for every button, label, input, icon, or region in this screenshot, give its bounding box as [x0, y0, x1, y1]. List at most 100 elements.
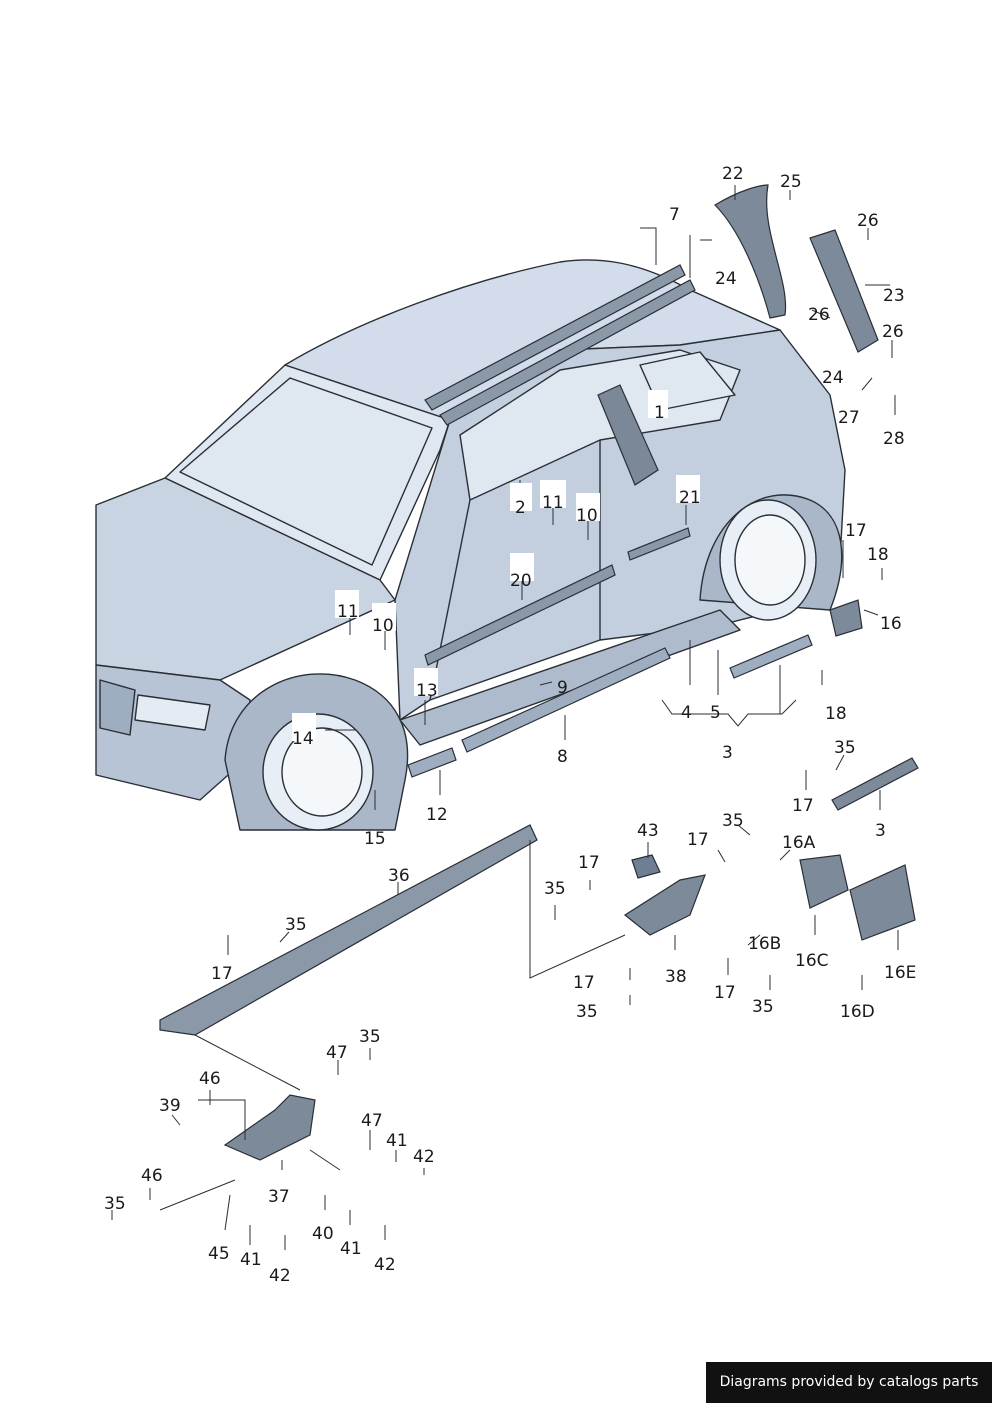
callout-46b: 46 — [141, 1166, 163, 1186]
callout-36: 36 — [388, 866, 410, 886]
callout-16D: 16D — [840, 1002, 875, 1022]
callout-7: 7 — [669, 205, 680, 225]
callout-8: 8 — [557, 747, 568, 767]
callout-47a: 47 — [326, 1043, 348, 1063]
callout-badges — [292, 390, 700, 741]
callout-38: 38 — [665, 967, 687, 987]
footer-credit: Diagrams provided by catalogs parts — [706, 1362, 992, 1403]
part-sill-strip-8 — [461, 647, 671, 753]
callout-18a: 18 — [867, 545, 889, 565]
part-door-moulding-20 — [424, 564, 616, 666]
callout-35f: 35 — [752, 997, 774, 1017]
callout-35d: 35 — [285, 915, 307, 935]
part-roof-strip-b — [439, 279, 696, 426]
callout-17c: 17 — [687, 830, 709, 850]
callout-16B: 16B — [748, 934, 781, 954]
callout-13: 13 — [416, 681, 438, 701]
callout-39: 39 — [159, 1096, 181, 1116]
callout-labels: 1 2 3 3 3 4 5 7 8 9 10 10 11 11 12 13 14… — [104, 164, 916, 1286]
callout-4: 4 — [681, 703, 692, 723]
callout-16: 16 — [880, 614, 902, 634]
callout-10b: 10 — [372, 616, 394, 636]
callout-37: 37 — [268, 1187, 290, 1207]
part-b-pillar-trim — [597, 384, 659, 486]
callout-24a: 24 — [715, 269, 737, 289]
part-sill-strip-3a — [729, 634, 813, 679]
part-sill-strip-3b — [831, 757, 919, 811]
car-front-wheel-hub — [281, 727, 363, 817]
callout-10a: 10 — [576, 506, 598, 526]
callout-42a: 42 — [413, 1147, 435, 1167]
car-headlight — [134, 694, 211, 731]
callout-5: 5 — [710, 703, 721, 723]
callout-41c: 41 — [240, 1250, 262, 1270]
callout-26a: 26 — [857, 211, 879, 231]
part-side-skirt-36 — [159, 824, 538, 1036]
callout-22: 22 — [722, 164, 744, 184]
callout-43: 43 — [637, 821, 659, 841]
callout-16A: 16A — [782, 833, 816, 853]
callout-16C: 16C — [795, 951, 829, 971]
parts — [159, 184, 919, 1161]
callout-35b: 35 — [722, 811, 744, 831]
part-roof-strip-a — [424, 264, 686, 411]
callout-35c: 35 — [544, 879, 566, 899]
callout-17g: 17 — [714, 983, 736, 1003]
callout-11a: 11 — [542, 493, 564, 513]
callout-2: 2 — [515, 498, 526, 518]
part-bracket-37 — [223, 1094, 316, 1161]
callout-16E: 16E — [884, 963, 916, 983]
callout-47b: 47 — [361, 1111, 383, 1131]
callout-17a: 17 — [845, 521, 867, 541]
callout-24b: 24 — [822, 368, 844, 388]
part-clip-43 — [631, 854, 661, 879]
callout-20: 20 — [510, 571, 532, 591]
callout-17d: 17 — [578, 853, 600, 873]
callout-11b: 11 — [337, 602, 359, 622]
callout-46a: 46 — [199, 1069, 221, 1089]
callout-15: 15 — [364, 829, 386, 849]
callout-26b: 26 — [808, 305, 830, 325]
part-sill-strip-12 — [407, 747, 457, 778]
car-rear-wheel-hub — [734, 514, 806, 606]
callout-26c: 26 — [882, 322, 904, 342]
callout-17b: 17 — [792, 796, 814, 816]
callout-35g: 35 — [359, 1027, 381, 1047]
car-sill — [399, 609, 741, 746]
part-bracket-16C — [799, 854, 849, 909]
callout-40: 40 — [312, 1224, 334, 1244]
callout-45: 45 — [208, 1244, 230, 1264]
callout-23: 23 — [883, 286, 905, 306]
part-pillar-cover-23 — [809, 229, 879, 353]
callout-12: 12 — [426, 805, 448, 825]
car-windshield-inner — [179, 377, 433, 566]
callout-42b: 42 — [374, 1255, 396, 1275]
callout-25: 25 — [780, 172, 802, 192]
callout-18b: 18 — [825, 704, 847, 724]
part-door-moulding-21 — [627, 527, 691, 561]
callout-1: 1 — [654, 403, 665, 423]
callout-3a: 3 — [722, 743, 733, 763]
callout-3b: 3 — [875, 821, 886, 841]
callout-41a: 41 — [386, 1131, 408, 1151]
callout-27: 27 — [838, 408, 860, 428]
callout-41b: 41 — [340, 1239, 362, 1259]
part-bracket-16 — [829, 599, 863, 637]
callout-28: 28 — [883, 429, 905, 449]
callout-42c: 42 — [269, 1266, 291, 1286]
callout-9: 9 — [557, 678, 568, 698]
car-grille — [99, 679, 136, 736]
part-bracket-16E — [849, 864, 916, 941]
leader-lines — [111, 185, 899, 1250]
callout-35a: 35 — [834, 738, 856, 758]
callout-35h: 35 — [104, 1194, 126, 1214]
callout-14: 14 — [292, 729, 314, 749]
part-pillar-cover-22 — [714, 184, 787, 319]
car-door-line-2 — [429, 499, 471, 701]
callout-17e: 17 — [211, 964, 233, 984]
part-bracket-38 — [623, 874, 706, 936]
callout-21: 21 — [679, 488, 701, 508]
callout-17f: 17 — [573, 973, 595, 993]
